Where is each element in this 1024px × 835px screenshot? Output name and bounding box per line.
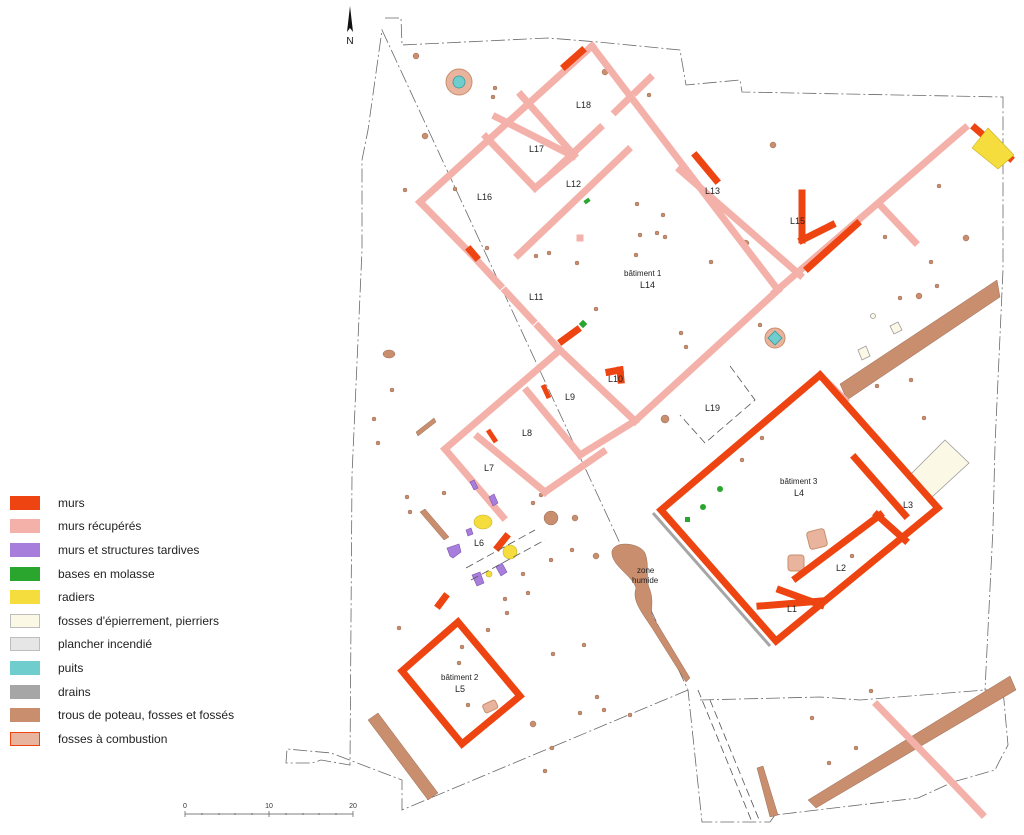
legend-swatch-fosses — [10, 613, 40, 628]
scale-ruler — [184, 811, 354, 817]
legend-label-puits: puits — [58, 660, 84, 675]
north-arrow-icon: N — [346, 6, 354, 47]
label-L14: L14 — [640, 280, 655, 290]
murs-tardifs-layer — [446, 479, 508, 587]
label-L17: L17 — [529, 144, 544, 154]
legend-label-murs_recuperes: murs récupérés — [58, 519, 142, 534]
fosse-linear-south — [756, 765, 779, 818]
legend-swatch-plancher — [10, 637, 40, 652]
legend-swatch-puits — [10, 660, 40, 675]
label-L7: L7 — [484, 463, 494, 473]
fosse-linear-east — [839, 279, 1001, 401]
legend-item-murs_tardifs: murs et structures tardives — [10, 538, 280, 562]
legend-label-combustion: fosses à combustion — [58, 731, 168, 746]
radiers-layer — [473, 127, 1015, 578]
north-arrow: N — [342, 6, 358, 48]
scale-tick-0: 0 — [183, 803, 187, 810]
legend-item-trous: trous de poteau, fosses et fossés — [10, 703, 280, 727]
legend-label-radiers: radiers — [58, 590, 95, 605]
label-L10: L10 — [608, 374, 623, 384]
legend-swatch-murs_recuperes — [10, 519, 40, 534]
scale-tick-10: 10 — [265, 803, 273, 810]
puits-layer — [452, 75, 783, 346]
legend-item-puits: puits — [10, 656, 280, 680]
label-L2: L2 — [836, 563, 846, 573]
legend-swatch-radiers — [10, 590, 40, 605]
legend-item-molasse: bases en molasse — [10, 562, 280, 586]
label-L15: L15 — [790, 216, 805, 226]
batiment-2-walls — [397, 617, 525, 749]
north-label: N — [346, 36, 353, 47]
scale-tick-20: 20 — [349, 803, 357, 810]
label-L19: L19 — [705, 403, 720, 413]
legend: murs murs récupérés murs et structures tar… — [10, 491, 280, 751]
legend-swatch-murs — [10, 495, 40, 510]
label-L9: L9 — [565, 392, 575, 402]
legend-item-plancher: plancher incendié — [10, 633, 280, 657]
batiment-3-walls — [656, 370, 944, 646]
legend-item-drains: drains — [10, 680, 280, 704]
murs-layer — [397, 46, 1015, 749]
drains-layer — [651, 512, 772, 647]
puits-north — [452, 75, 466, 89]
legend-item-combustion: fosses à combustion — [10, 727, 280, 751]
label-L6: L6 — [474, 538, 484, 548]
scale-bar: 0 10 20 — [183, 800, 358, 830]
zone-humide-area — [611, 543, 691, 683]
legend-label-trous: trous de poteau, fosses et fossés — [58, 708, 235, 723]
label-batiment-1: bâtiment 1 — [624, 269, 662, 278]
label-L11: L11 — [529, 292, 543, 302]
legend-swatch-murs_tardifs — [10, 542, 40, 557]
fosses-epierrement-layer — [857, 313, 970, 498]
legend-item-murs_recuperes: murs récupérés — [10, 515, 280, 539]
legend-swatch-trous — [10, 708, 40, 723]
label-L3: L3 — [903, 500, 913, 510]
fosse-linear-west — [419, 508, 450, 541]
excavation-boundary — [285, 17, 1009, 823]
legend-item-fosses: fosses d'épierrement, pierriers — [10, 609, 280, 633]
label-L12: L12 — [566, 179, 581, 189]
radier-northeast — [971, 127, 1015, 170]
legend-swatch-molasse — [10, 566, 40, 581]
label-L16: L16 — [477, 192, 492, 202]
dashed-lines — [465, 365, 761, 823]
label-L1: L1 — [787, 604, 797, 614]
label-L4: L4 — [794, 488, 804, 498]
legend-swatch-drains — [10, 684, 40, 699]
label-L13: L13 — [705, 186, 720, 196]
label-batiment-3: bâtiment 3 — [780, 477, 818, 486]
label-zone: zone — [637, 566, 655, 575]
label-humide: humide — [632, 576, 659, 585]
legend-label-murs_tardifs: murs et structures tardives — [58, 542, 200, 557]
puits-center — [767, 330, 783, 346]
legend-label-drains: drains — [58, 684, 91, 699]
legend-label-plancher: plancher incendié — [58, 637, 153, 652]
legend-item-radiers: radiers — [10, 585, 280, 609]
label-L5: L5 — [455, 684, 465, 694]
fosse-linear-southwest — [367, 712, 439, 801]
fosse-small-west — [415, 417, 437, 437]
fosses-combustion-layer — [445, 68, 828, 714]
legend-swatch-combustion — [10, 731, 40, 746]
legend-label-molasse: bases en molasse — [58, 566, 155, 581]
label-batiment-2: bâtiment 2 — [441, 673, 479, 682]
label-L18: L18 — [576, 100, 591, 110]
molasse-layer — [578, 197, 723, 522]
legend-label-murs: murs — [58, 495, 85, 510]
label-L8: L8 — [522, 428, 532, 438]
legend-item-murs: murs — [10, 491, 280, 515]
room-labels: L18 L17 L16 L12 L13 L15 bâtiment 1 L14 L… — [441, 100, 913, 694]
legend-label-fosses: fosses d'épierrement, pierriers — [58, 613, 220, 628]
partial-murs-layer — [485, 383, 552, 444]
